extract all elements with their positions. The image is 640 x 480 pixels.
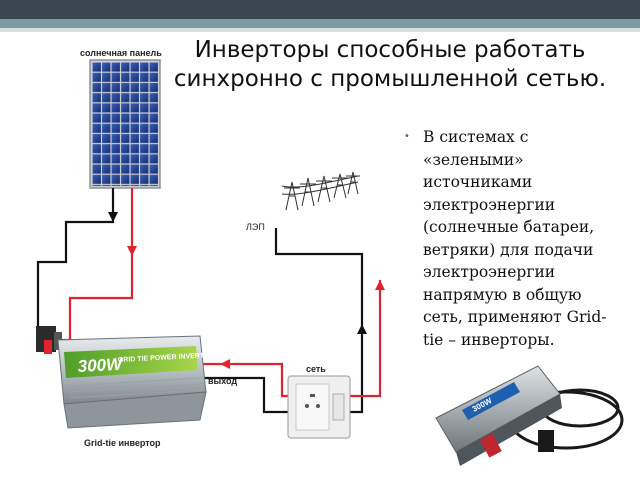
- power-line-towers: [281, 171, 360, 211]
- product-photo: 300W: [435, 365, 624, 466]
- arrow-down-red: [127, 246, 137, 256]
- black-wire: [36, 188, 115, 330]
- product-blue-label: [462, 382, 520, 420]
- power-line-label: ЛЭП: [246, 222, 265, 232]
- red-grid-wire-up: [348, 280, 382, 398]
- arrow-up-black: [357, 324, 367, 334]
- inverter-device: 300W GRID TIE POWER INVERTER: [57, 335, 214, 429]
- arrow-left-red: [220, 359, 230, 369]
- inverter-brand-text: 300W: [77, 355, 124, 376]
- flow-arrows: [108, 212, 385, 369]
- solar-panel: [89, 59, 161, 189]
- arrow-up-red: [375, 280, 385, 290]
- inverter-green-band: [64, 346, 198, 378]
- bullet-marker-icon: •: [404, 131, 410, 142]
- solar-panel-label: солнечная панель: [80, 48, 162, 58]
- wall-socket: [287, 375, 351, 439]
- header-shadow-band: [0, 28, 640, 32]
- red-wire: [54, 188, 134, 342]
- grid-label: сеть: [306, 364, 326, 374]
- black-grid-wire: [203, 376, 292, 414]
- inverter-label: Grid-tie инвертор: [84, 438, 161, 448]
- bullet-text: В системах с «зелеными» источниками элек…: [423, 128, 607, 349]
- slide-title: Инверторы способные работать синхронно с…: [173, 37, 607, 92]
- red-grid-wire: [203, 362, 292, 398]
- bullet-list: • В системах с «зелеными» источниками эл…: [404, 126, 626, 351]
- black-grid-wire-up: [274, 228, 364, 414]
- output-label: выход: [208, 376, 238, 386]
- header-accent-band: [0, 19, 640, 28]
- arrow-down-black: [108, 212, 118, 222]
